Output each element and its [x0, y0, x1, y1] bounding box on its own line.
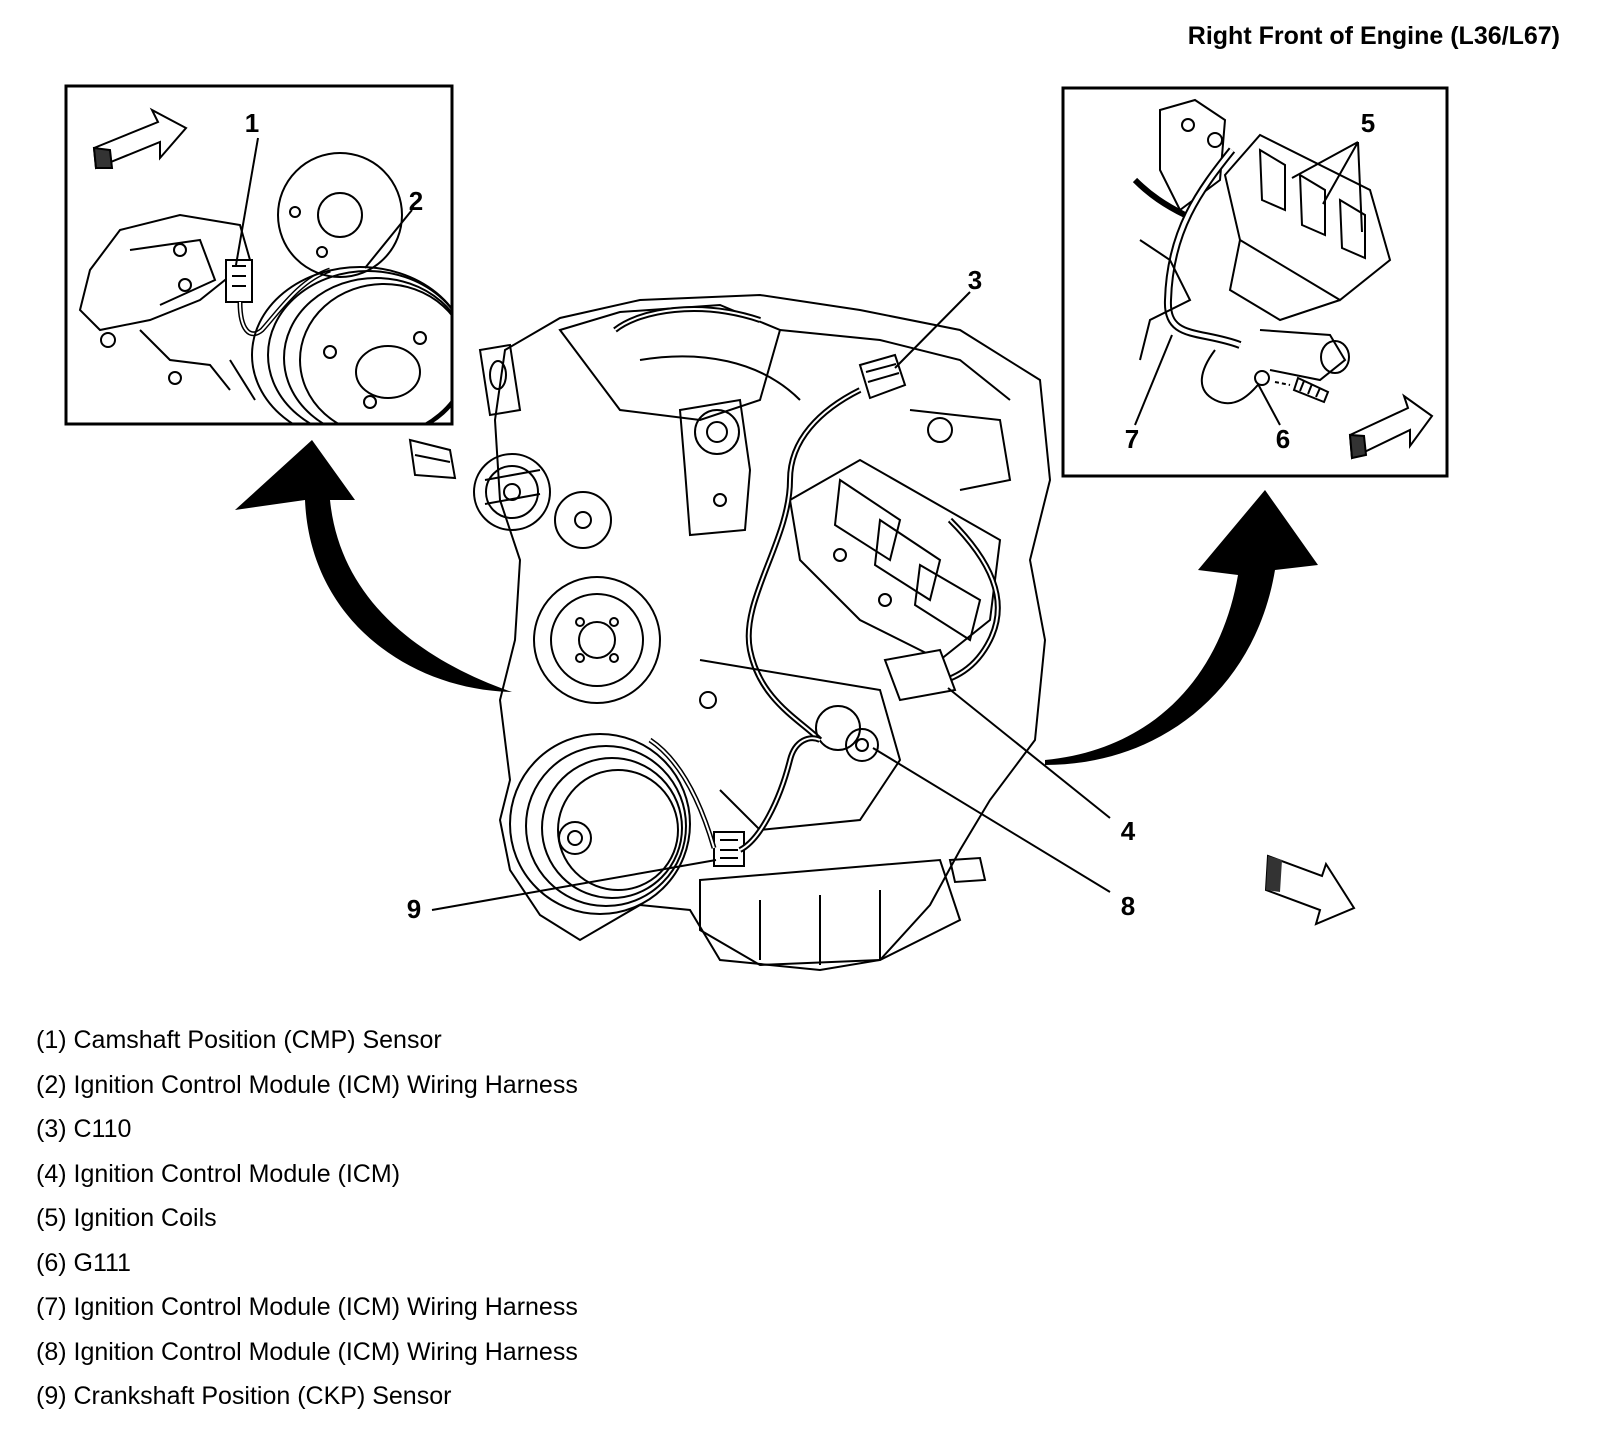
ignition-coil-inset — [1061, 86, 1449, 478]
legend-item: (9) Crankshaft Position (CKP) Sensor — [36, 1382, 452, 1410]
cmp-sensor-inset — [64, 84, 454, 426]
component-legend: (1) Camshaft Position (CMP) Sensor (2) I… — [36, 1018, 578, 1419]
callout-7: 7 — [1125, 424, 1139, 454]
engine-diagram: 1 2 3 4 5 6 7 8 9 — [64, 84, 1449, 972]
right-curved-arrow — [1045, 490, 1318, 765]
legend-item: (2) Ignition Control Module (ICM) Wiring… — [36, 1070, 578, 1099]
legend-item: (5) Ignition Coils — [36, 1204, 217, 1232]
diagram-title: Right Front of Engine (L36/L67) — [1187, 22, 1560, 50]
legend-item: (1) Camshaft Position (CMP) Sensor — [36, 1026, 442, 1054]
callout-3: 3 — [968, 265, 982, 295]
direction-arrow-icon — [1264, 854, 1356, 926]
callout-4: 4 — [1121, 816, 1136, 846]
legend-item: (6) G111 — [36, 1248, 131, 1277]
callout-1: 1 — [245, 108, 259, 138]
legend-item: (7) Ignition Control Module (ICM) Wiring… — [36, 1293, 578, 1321]
legend-item: (3) C110 — [36, 1115, 132, 1143]
callout-9: 9 — [407, 894, 421, 924]
legend-item: (4) Ignition Control Module (ICM) — [36, 1159, 401, 1188]
front-direction-arrow — [1264, 854, 1356, 926]
legend-item: (8) Ignition Control Module (ICM) Wiring… — [36, 1337, 578, 1366]
callout-6: 6 — [1276, 424, 1290, 454]
callout-2: 2 — [409, 186, 423, 216]
left-curved-arrow — [235, 440, 512, 692]
callout-5: 5 — [1361, 108, 1375, 138]
engine-illustration — [408, 293, 1052, 972]
leader-lines — [235, 137, 1363, 911]
callout-8: 8 — [1121, 891, 1135, 921]
